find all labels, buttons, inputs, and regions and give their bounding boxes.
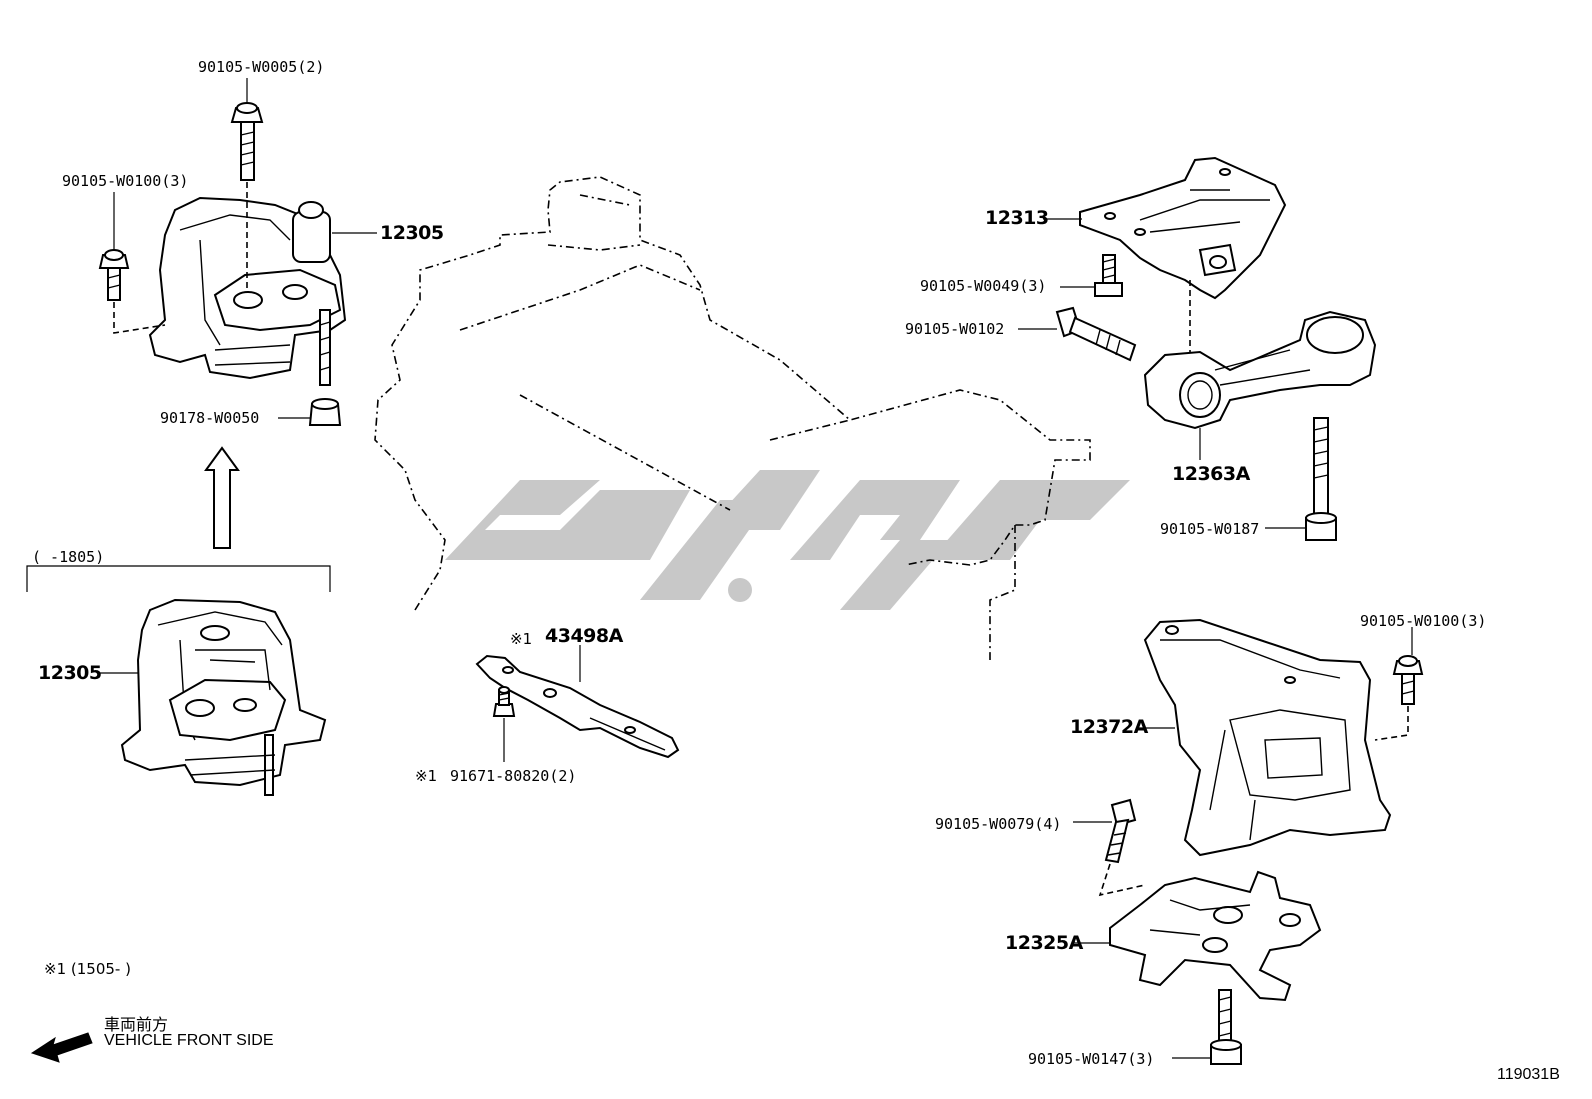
label-bracket-43498a: 43498A (545, 625, 623, 647)
label-43498a-mark: ※1 (510, 630, 533, 648)
label-mount-12305-upper: 12305 (380, 222, 444, 244)
label-date-range: ( -1805) (32, 548, 105, 566)
torque-rod-12363a (1143, 310, 1377, 430)
bolt-90105-w0005 (230, 102, 264, 181)
callout-leaders (100, 78, 1413, 1059)
bolt-90105-w0147 (1210, 989, 1242, 1065)
label-bracket-12325a: 12325A (1005, 932, 1083, 954)
date-range-bracket (26, 565, 331, 592)
label-bolt-90105-w0102: 90105-W0102 (905, 320, 1005, 338)
label-91671-mark: ※1 (415, 767, 438, 785)
label-torque-rod-12363a: 12363A (1172, 463, 1250, 485)
label-bolt-90105-w0100-left: 90105-W0100(3) (62, 172, 189, 190)
direction-japanese: 車両前方 (104, 1015, 169, 1034)
arrow-up-icon (204, 446, 240, 549)
label-bracket-12313: 12313 (985, 207, 1049, 229)
bolt-90105-w0102 (1055, 306, 1137, 362)
label-mount-12305-lower: 12305 (38, 662, 102, 684)
diagram-code: 119031B (1497, 1066, 1560, 1083)
bolt-91671-80820 (492, 686, 516, 717)
label-bolt-90105-w0100-right: 90105-W0100(3) (1360, 612, 1487, 630)
engine-outline (374, 176, 1091, 660)
leader-dashed (1374, 706, 1409, 741)
label-bolt-90105-w0005: 90105-W0005(2) (198, 58, 325, 76)
label-bolt-90105-w0079: 90105-W0079(4) (935, 815, 1062, 833)
footnote: ※1 (1505- ) (44, 960, 131, 978)
arrow-left-icon (30, 1032, 93, 1063)
direction-english: VEHICLE FRONT SIDE (104, 1032, 274, 1049)
bolt-90105-w0079 (1104, 798, 1137, 864)
nut-90178-w0050 (308, 398, 342, 426)
leader-dashed (1098, 863, 1146, 897)
bolt-90105-w0100-right (1392, 655, 1424, 705)
leader-dashed (113, 302, 166, 334)
label-bolt-90105-w0147: 90105-W0147(3) (1028, 1050, 1155, 1068)
label-bolt-90105-w0187: 90105-W0187 (1160, 520, 1260, 538)
bolt-90105-w0187 (1305, 417, 1337, 541)
engine-mount-12305-upper (148, 196, 347, 386)
bracket-12313 (1079, 156, 1287, 300)
bracket-43498a (475, 654, 680, 759)
label-bolt-90105-w0049: 90105-W0049(3) (920, 277, 1047, 295)
bracket-12325a (1109, 870, 1322, 1002)
label-nut-90178-w0050: 90178-W0050 (160, 409, 260, 427)
bolt-90105-w0049 (1094, 254, 1123, 297)
engine-mount-12305-lower (120, 598, 327, 796)
engine-mount-12372a (1143, 618, 1392, 857)
label-bolt-91671-80820: 91671-80820(2) (450, 767, 577, 785)
watermark-logo (445, 470, 1130, 610)
bolt-90105-w0100-left (98, 249, 130, 301)
label-mount-12372a: 12372A (1070, 716, 1148, 738)
